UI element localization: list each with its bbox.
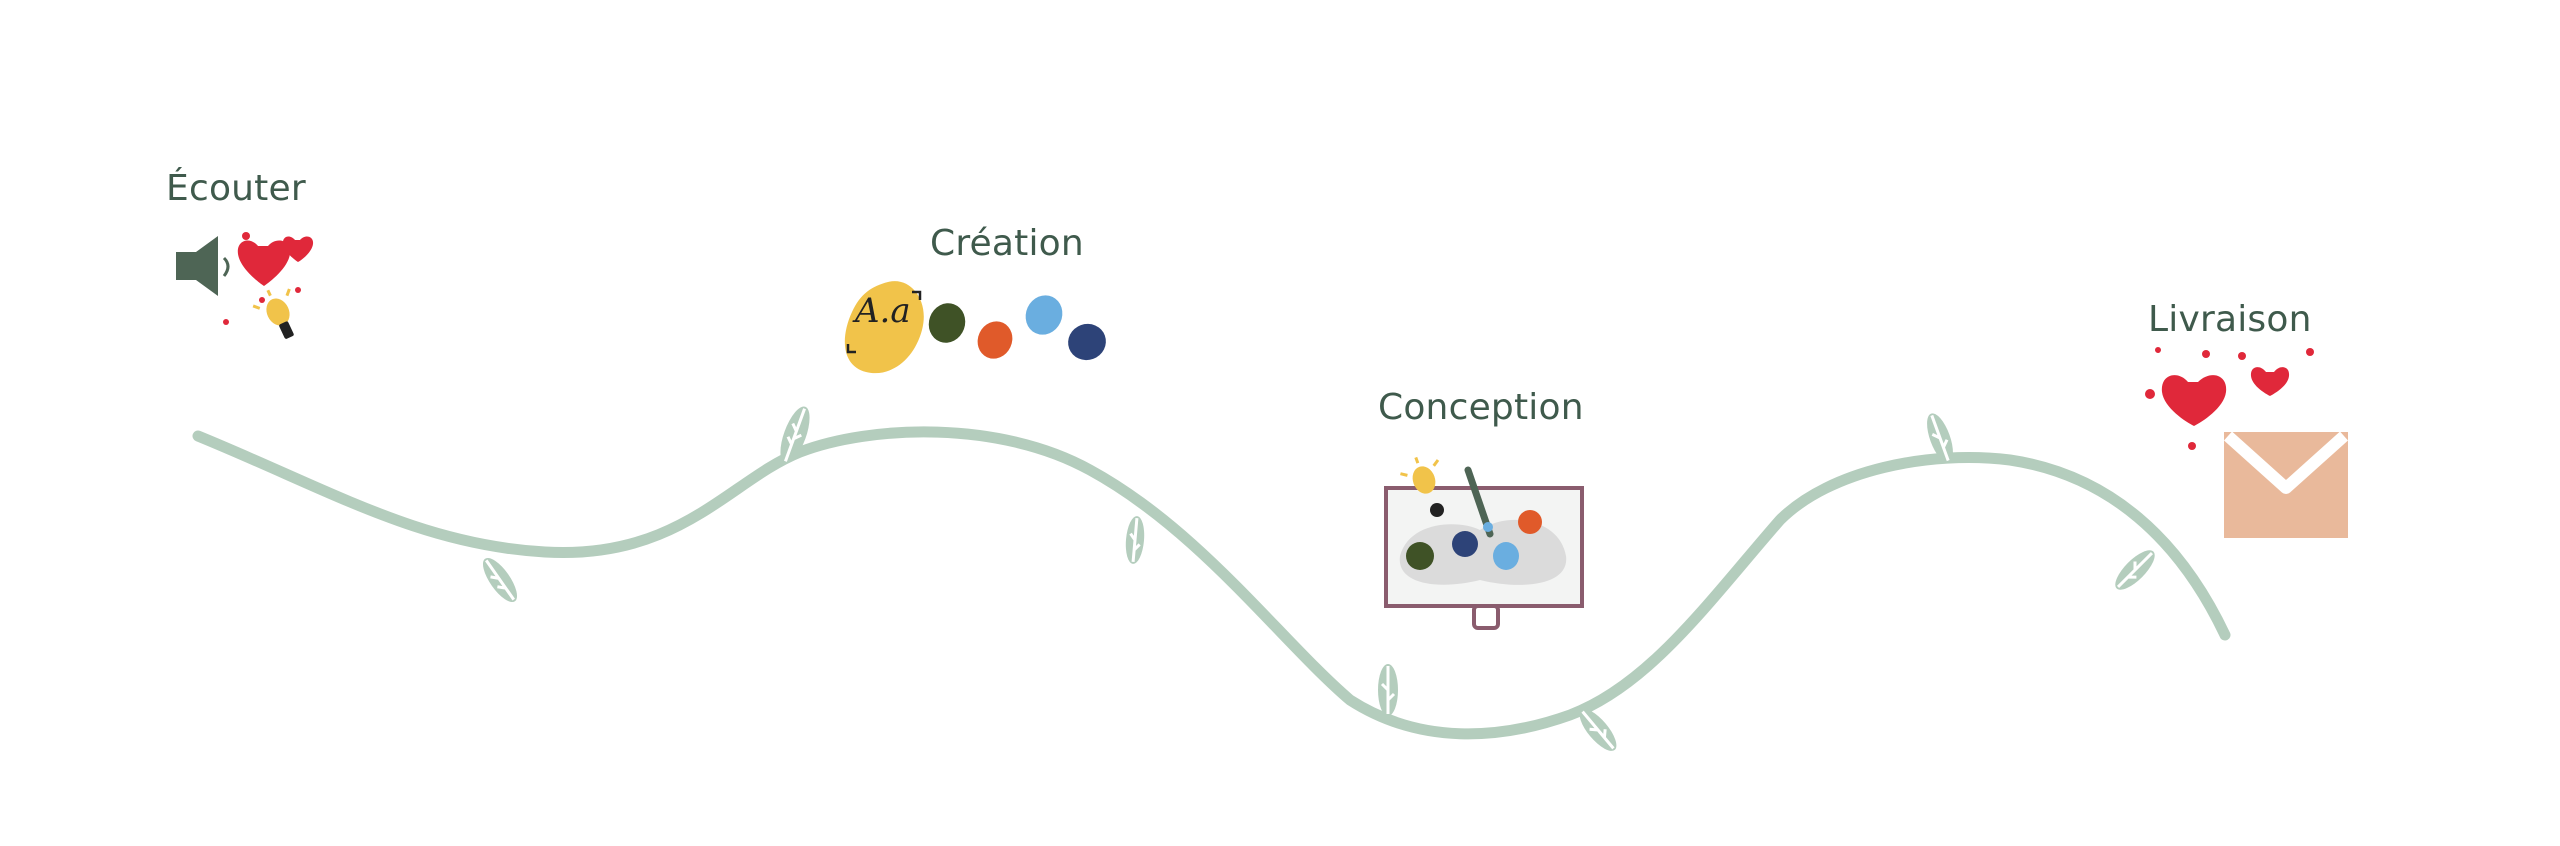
leaf-icon	[2115, 550, 2155, 590]
heart-icon	[223, 232, 314, 325]
leaf-icon	[1927, 413, 1953, 463]
font-sample-glyph: A.a	[852, 291, 911, 331]
heart-icon	[2145, 347, 2314, 450]
leaf-icon	[1378, 664, 1398, 716]
palette-swatches-icon: A.a	[844, 281, 1106, 374]
lightbulb-icon	[1400, 456, 1440, 494]
step-label-ecouter: Écouter	[166, 168, 306, 209]
leaf-icon	[1579, 709, 1617, 751]
monitor-painting-icon	[1384, 466, 1584, 630]
leaf-icon	[482, 557, 518, 603]
step-label-creation: Création	[930, 223, 1084, 264]
step-label-livraison: Livraison	[2148, 299, 2312, 340]
leaf-icon	[1125, 516, 1145, 564]
leaf-icon	[780, 406, 810, 464]
lightbulb-icon	[252, 288, 294, 339]
envelope-icon	[2223, 431, 2349, 538]
winding-path	[192, 426, 2231, 740]
step-label-conception: Conception	[1378, 387, 1584, 428]
speaker-icon	[176, 236, 230, 296]
